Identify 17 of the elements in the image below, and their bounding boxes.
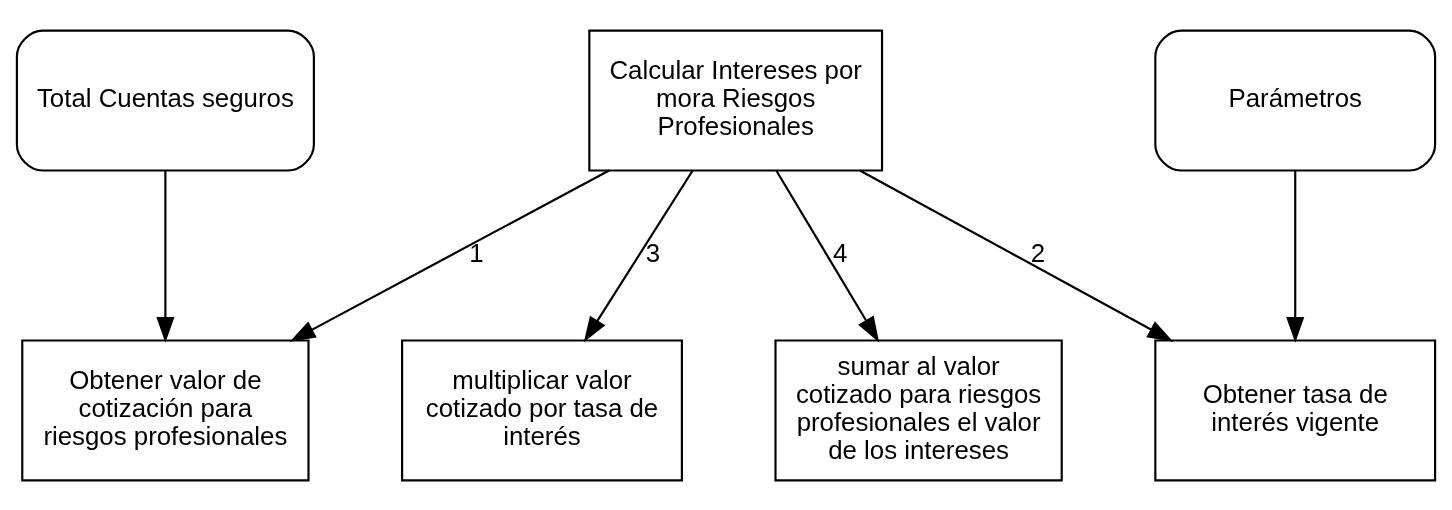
edge-label: 1 (469, 238, 484, 267)
arrow (775, 169, 880, 342)
node-box: Parámetros (1154, 29, 1437, 172)
arrow (156, 170, 175, 343)
arrow (859, 169, 1174, 342)
node-box: Total Cuentas seguros (15, 29, 315, 172)
node-box: Obtener valor de cotización para riesgos profesionales (21, 338, 310, 481)
arrow (583, 169, 694, 342)
node-box: sumar al valor cotizado para riesgos profesionales el valor de los intereses (774, 338, 1063, 481)
arrow (1286, 170, 1305, 343)
edge-label: 2 (1030, 238, 1046, 267)
node-box: multiplicar valor cotizado por tasa de interés (401, 338, 683, 481)
edge-label: 4 (832, 238, 848, 267)
edge-label: 3 (645, 238, 661, 267)
node-box: Calcular Intereses por mora Riesgos Profesionales (588, 29, 884, 172)
node-box: Obtener tasa de interés vigente (1154, 338, 1437, 481)
arrow (289, 169, 610, 342)
